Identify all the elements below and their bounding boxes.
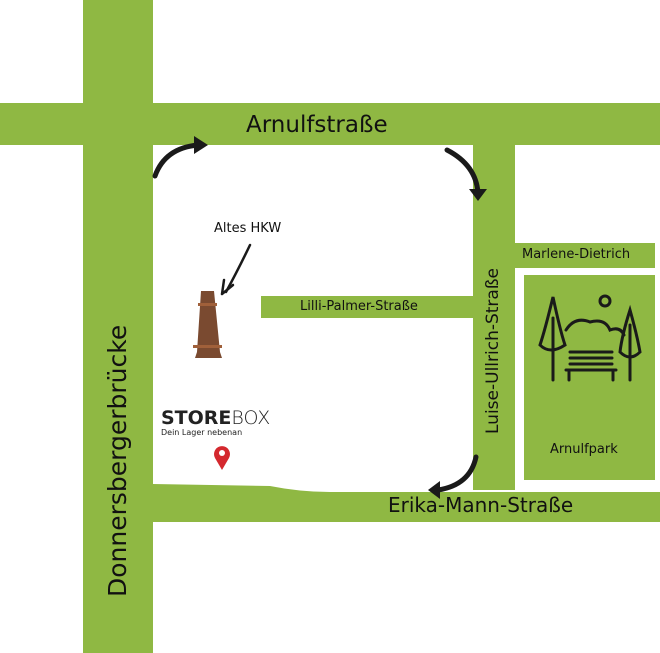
road-erika-mann	[153, 484, 660, 522]
street-label-lilli-palmer: Lilli-Palmer-Straße	[300, 299, 418, 314]
landmark-label-arnulfpark: Arnulfpark	[550, 442, 618, 457]
logo-bold: STORE	[161, 407, 232, 429]
street-label-donnersbergerbruecke: Donnersbergerbrücke	[103, 324, 132, 597]
arrow-curve-3	[435, 454, 479, 493]
location-pin-icon	[214, 446, 230, 470]
landmark-label-altes-hkw: Altes HKW	[214, 221, 282, 236]
street-label-luise-ullrich: Luise-Ullrich-Straße	[483, 267, 503, 434]
logo-tagline: Dein Lager nebenan	[161, 428, 243, 437]
arnulfpark-area	[524, 275, 655, 480]
arrow-curve-1	[152, 142, 201, 179]
road-luise-ullrich	[473, 145, 515, 490]
chimney-icon	[193, 291, 222, 358]
road-lilli-palmer	[261, 296, 473, 318]
storebox-logo: STOREBOX Dein Lager nebenan	[161, 408, 270, 437]
logo-light: BOX	[231, 407, 271, 429]
road-arnulfstrasse	[0, 103, 660, 145]
street-label-marlene-dietrich: Marlene-Dietrich	[522, 247, 631, 262]
park-icon	[538, 294, 642, 382]
road-marlene-dietrich	[515, 243, 655, 268]
street-label-arnulfstrasse: Arnulfstraße	[246, 112, 388, 138]
street-label-erika-mann: Erika-Mann-Straße	[388, 493, 574, 517]
hkw-pointer-arrow	[224, 243, 252, 294]
arrow-curve-2	[444, 147, 481, 196]
